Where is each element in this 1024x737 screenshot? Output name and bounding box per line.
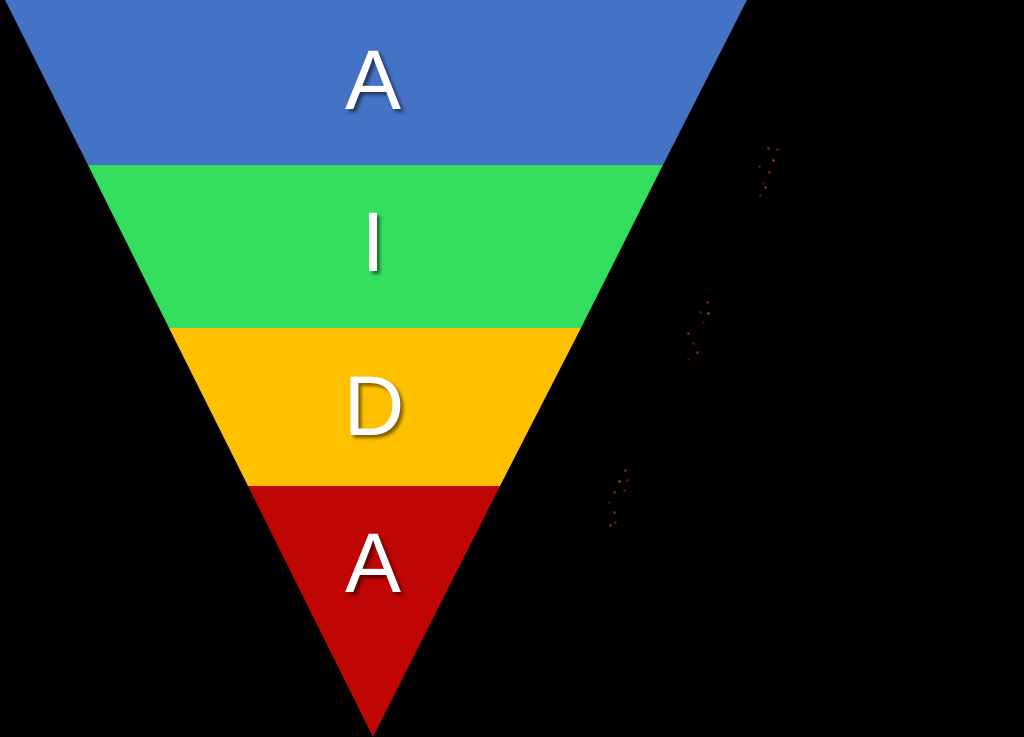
stage-2-letter: I xyxy=(361,195,385,289)
stage-3-letter: D xyxy=(343,359,405,453)
funnel-stage-1-shape xyxy=(5,0,747,165)
funnel-stage-2-shape xyxy=(88,165,663,328)
red-speckle-artifacts xyxy=(0,0,1,1)
funnel-stage-4-shape xyxy=(248,486,500,737)
stage-4-letter: A xyxy=(344,516,402,610)
funnel-stage-3-shape xyxy=(169,328,581,486)
stage-1-letter: A xyxy=(344,33,402,127)
